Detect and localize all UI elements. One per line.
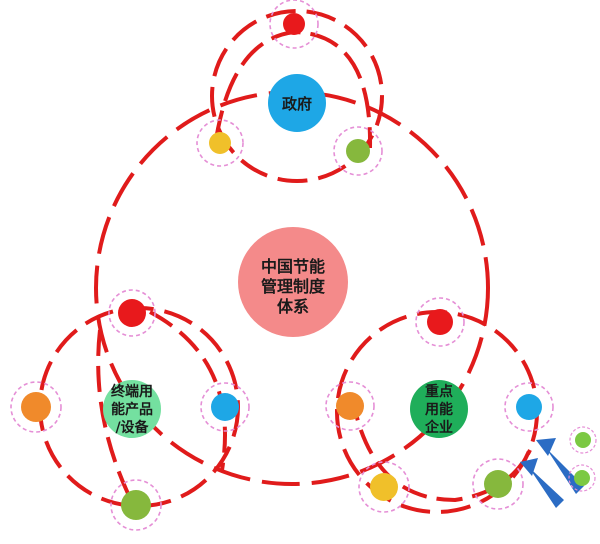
halo-gov-right [333, 126, 383, 176]
key-enterprise-hub [410, 380, 468, 438]
node-end-green [121, 490, 151, 520]
node-ent-red [427, 309, 453, 335]
end-products-label-3: /设备 [115, 419, 149, 436]
government-hub [268, 74, 326, 132]
arrow-head [536, 438, 556, 456]
node-end-red [118, 299, 146, 327]
node-ent-green [484, 470, 512, 498]
halo-end-top [108, 289, 156, 337]
enterprise-arc [350, 394, 532, 503]
government-ring [210, 9, 384, 183]
halo-ent-left [325, 381, 375, 431]
center-label-2: 管理制度 [261, 277, 326, 296]
halo-end-right [200, 382, 250, 432]
node-ent-blue [516, 394, 542, 420]
halos [10, 0, 554, 531]
key-enterprise-label-1: 重点 [425, 383, 453, 400]
node-side-2 [574, 470, 590, 486]
arrow-shaft [546, 448, 584, 494]
node-top-red [283, 13, 305, 35]
node-end-blue [211, 393, 239, 421]
halo-ent-top [415, 297, 465, 347]
node-ent-yellow [370, 473, 398, 501]
key-enterprise-label-2: 用能 [425, 401, 453, 418]
center-circle [238, 227, 348, 337]
node-gov-olive [346, 139, 370, 163]
node-end-orange [21, 392, 51, 422]
halo-side-2 [568, 464, 596, 492]
halo-side-1 [569, 426, 597, 454]
halo-ent-bottom-right [472, 458, 524, 510]
halo-end-bottom [110, 479, 162, 531]
end-products-label-2: 能产品 [111, 401, 153, 418]
key-enterprise-label-3: 企业 [424, 419, 453, 436]
arrow-shaft-2 [528, 466, 564, 508]
node-side-1 [575, 432, 591, 448]
blue-arrow [520, 438, 584, 508]
halo-top [269, 0, 319, 49]
halo-ent-bottom-left [358, 461, 410, 513]
halo-ent-right [504, 382, 554, 432]
center-label-3: 体系 [277, 297, 309, 316]
end-products-label-1: 终端用 [111, 383, 153, 400]
halo-end-left [10, 381, 62, 433]
end-products-arc-2 [149, 310, 227, 471]
node-ent-orange [336, 392, 364, 420]
end-products-hub [103, 380, 161, 438]
node-gov-yellow [209, 132, 231, 154]
end-products-arc [96, 329, 137, 509]
halo-gov-left [196, 119, 244, 167]
center-label-1: 中国节能 [261, 257, 325, 276]
government-label: 政府 [282, 95, 312, 113]
